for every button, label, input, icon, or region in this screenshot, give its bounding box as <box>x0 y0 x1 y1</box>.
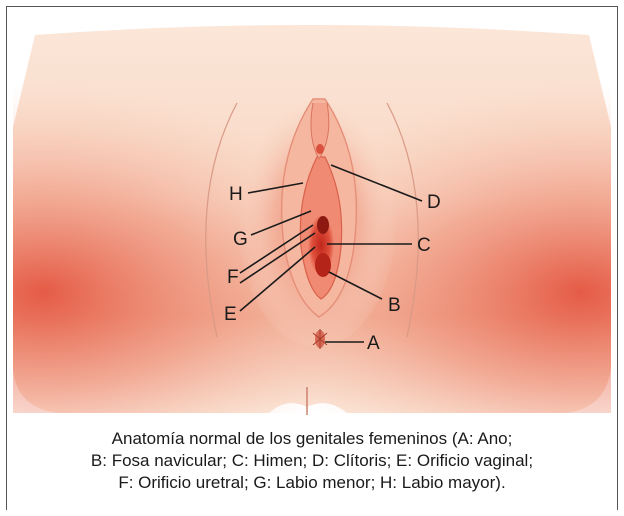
label-g: G <box>233 229 248 250</box>
label-h: H <box>229 184 243 205</box>
caption-line-2: B: Fosa navicular; C: Himen; D: Clítoris… <box>10 450 614 472</box>
caption-line-1: Anatomía normal de los genitales femenin… <box>10 428 614 450</box>
anatomical-illustration: H D G C F B E A <box>7 7 617 419</box>
label-b: B <box>388 295 401 316</box>
label-a: A <box>367 333 380 354</box>
caption-line-3: F: Orificio uretral; G: Labio menor; H: … <box>10 472 614 494</box>
label-f: F <box>227 267 239 288</box>
label-d: D <box>427 192 441 213</box>
label-c: C <box>417 235 431 256</box>
figure-caption: Anatomía normal de los genitales femenin… <box>10 428 614 494</box>
label-e: E <box>224 304 237 325</box>
